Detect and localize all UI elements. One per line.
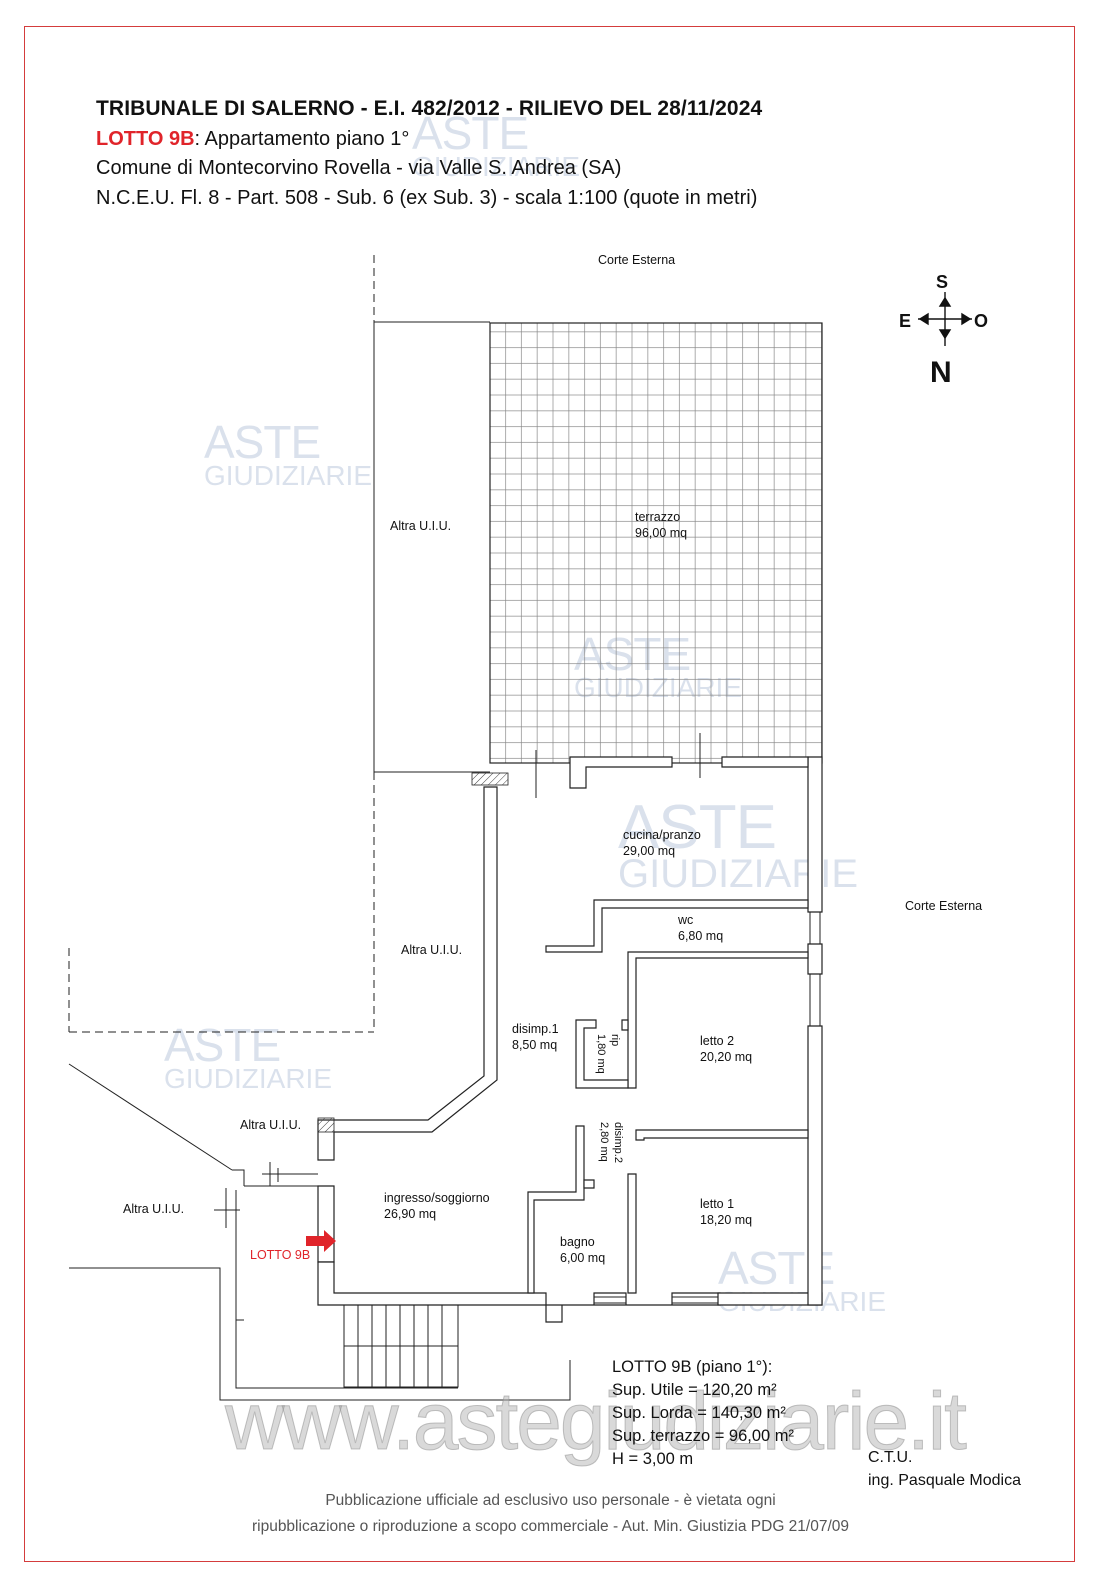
summary-height: H = 3,00 m [612,1450,694,1469]
windows [214,733,821,1304]
lot-code: LOTTO 9B [96,128,195,150]
surface-summary: LOTTO 9B (piano 1°): Sup. Utile = 120,20… [612,1356,794,1471]
label-corte-right: Corte Esterna [905,899,983,913]
compass-south: S [936,272,949,292]
compass-rose [918,292,972,346]
lot-description: : Appartamento piano 1° [194,128,410,150]
label-altra-1: Altra U.I.U. [390,519,452,533]
stairs [343,1304,459,1388]
label-altra-2: Altra U.I.U. [401,943,463,957]
summary-utile: Sup. Utile = 120,20 m² [612,1381,777,1400]
compass-west: O [974,311,989,331]
label-entry: LOTTO 9B [250,1248,311,1262]
header-address: Comune di Montecorvino Rovella - via Val… [96,157,622,179]
header-cadastral: N.C.E.U. Fl. 8 - Part. 508 - Sub. 6 (ex … [96,187,758,209]
disclaimer-line1: Pubblicazione ufficiale ad esclusivo uso… [325,1492,776,1509]
compass-east: E [899,311,912,331]
label-altra-4: Altra U.I.U. [123,1202,185,1216]
header-lot: LOTTO 9B: Appartamento piano 1° [96,128,409,151]
summary-terrazzo: Sup. terrazzo = 96,00 m² [612,1427,795,1446]
entry-arrow [306,1230,336,1252]
terrace-area [489,322,823,764]
summary-lorda: Sup. Lorda = 140,30 m² [612,1404,786,1423]
ctu-title: C.T.U. [868,1449,913,1466]
neighbour-outlines [68,255,571,1401]
compass-north: N [930,356,952,389]
watermark-url: www.astegiudiziarie.it [225,1376,968,1468]
header-title: TRIBUNALE DI SALERNO - E.I. 482/2012 - R… [96,97,763,120]
ctu-name: ing. Pasquale Modica [868,1472,1021,1490]
disclaimer-line2: ripubblicazione o riproduzione a scopo c… [251,1518,850,1535]
label-altra-3: Altra U.I.U. [240,1118,302,1132]
label-corte-top: Corte Esterna [598,253,676,267]
summary-title: LOTTO 9B (piano 1°): [612,1358,773,1376]
page-border [24,26,1075,1562]
ctu-signature: C.T.U. ing. Pasquale Modica [868,1446,1021,1492]
